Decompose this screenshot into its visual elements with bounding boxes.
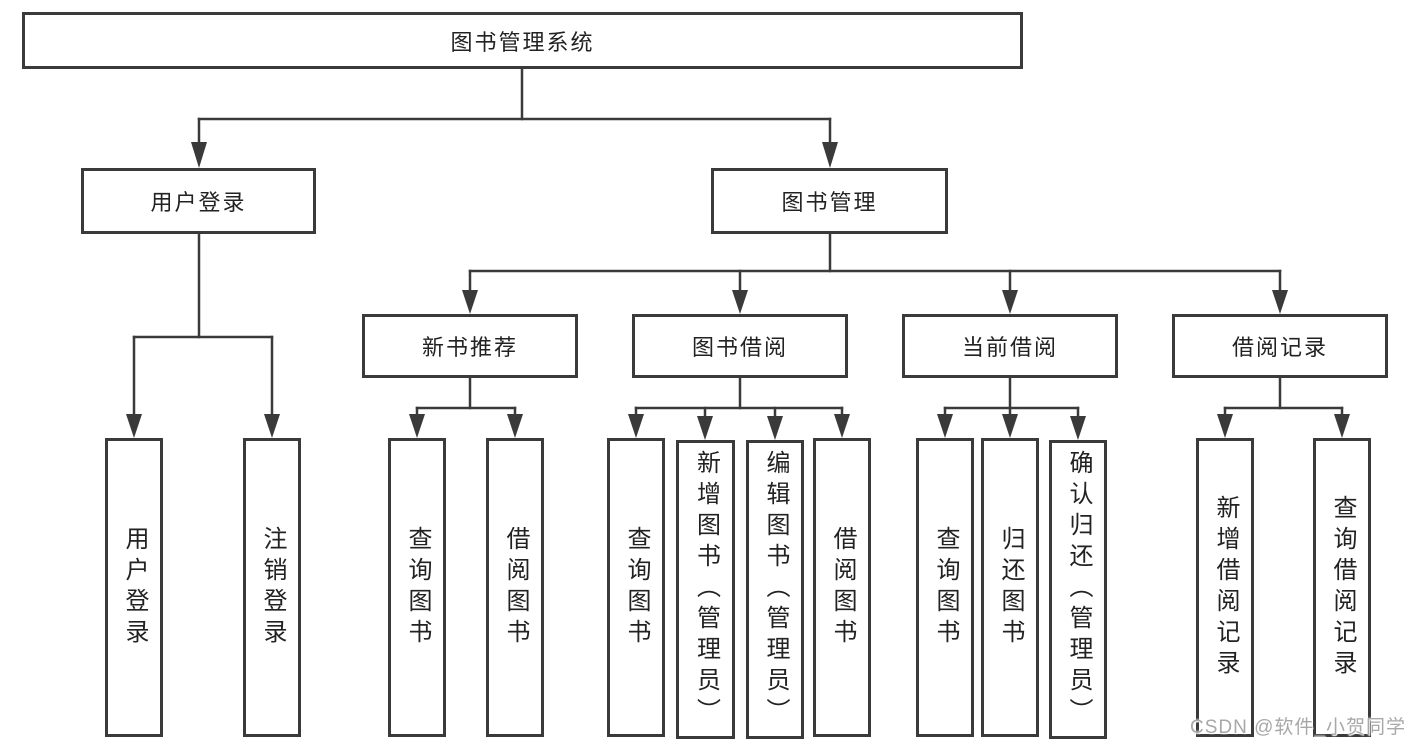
leaf-records-add-record: 新增借阅记录 <box>1196 438 1254 737</box>
arrowheads-current-branch <box>937 414 1086 440</box>
leaf-borrowing-edit-books-admin: 编辑图书（管理员） <box>746 440 804 739</box>
node-label: 归还图书 <box>997 525 1024 650</box>
connector-book-mgmt-to-level3 <box>468 232 1282 294</box>
node-label: 借阅图书 <box>502 525 529 650</box>
node-label: 用户登录 <box>150 190 247 215</box>
leaf-borrowing-borrow-books: 借阅图书 <box>813 438 871 737</box>
node-root-library-management-system: 图书管理系统 <box>22 12 1023 69</box>
arrowheads-user-login-branch <box>126 414 280 438</box>
leaf-newbooks-borrow-books: 借阅图书 <box>486 438 544 737</box>
leaf-current-query-books: 查询图书 <box>916 438 974 737</box>
arrowheads-borrowing-branch <box>628 414 850 440</box>
node-label: 查询图书 <box>623 525 650 650</box>
csdn-watermark: CSDN @软件_小贺同学 <box>1190 717 1405 738</box>
node-label: 用户登录 <box>121 525 148 650</box>
arrowheads-new-book-branch <box>409 414 523 438</box>
arrowheads-level3 <box>462 290 1288 314</box>
leaf-newbooks-query-books: 查询图书 <box>388 438 446 737</box>
connector-user-login-branch <box>132 232 274 418</box>
node-label: 注销登录 <box>259 525 286 650</box>
leaf-borrowing-add-books-admin: 新增图书（管理员） <box>676 440 735 739</box>
connector-root-to-level2 <box>197 67 832 146</box>
arrowheads-level2 <box>191 142 838 168</box>
connector-records-branch <box>1223 376 1344 418</box>
node-label: 新增图书（管理员） <box>692 450 720 729</box>
node-book-management: 图书管理 <box>711 168 948 234</box>
node-label: 图书管理系统 <box>450 29 595 55</box>
leaf-records-query-record: 查询借阅记录 <box>1313 438 1371 737</box>
node-label: 确认归还（管理员） <box>1065 450 1092 729</box>
node-book-borrowing: 图书借阅 <box>632 314 848 378</box>
leaf-current-confirm-return-admin: 确认归还（管理员） <box>1049 440 1107 739</box>
node-label: 查询图书 <box>404 525 431 650</box>
node-label: 查询借阅记录 <box>1329 494 1356 681</box>
node-label: 新增借阅记录 <box>1212 494 1239 681</box>
leaf-current-return-books: 归还图书 <box>981 438 1039 737</box>
connector-borrowing-branch <box>634 376 844 420</box>
node-label: 图书管理 <box>781 190 878 215</box>
node-label: 当前借阅 <box>961 335 1058 360</box>
node-label: 图书借阅 <box>691 335 788 360</box>
node-label: 编辑图书（管理员） <box>762 450 789 729</box>
leaf-user-login: 用户登录 <box>105 438 163 737</box>
leaf-borrowing-query-books: 查询图书 <box>607 438 665 737</box>
node-user-login: 用户登录 <box>81 168 316 234</box>
node-label: 借阅图书 <box>829 525 856 650</box>
leaf-logout: 注销登录 <box>243 438 301 737</box>
node-new-book-recommend: 新书推荐 <box>362 314 578 378</box>
node-label: 新书推荐 <box>421 335 518 360</box>
node-label: 借阅记录 <box>1231 335 1328 360</box>
node-current-borrowing: 当前借阅 <box>902 314 1118 378</box>
node-borrow-records: 借阅记录 <box>1172 314 1388 378</box>
connector-current-branch <box>943 376 1080 420</box>
node-label: 查询图书 <box>932 525 959 650</box>
connector-new-book-branch <box>415 376 517 418</box>
arrowheads-records-branch <box>1217 414 1350 438</box>
